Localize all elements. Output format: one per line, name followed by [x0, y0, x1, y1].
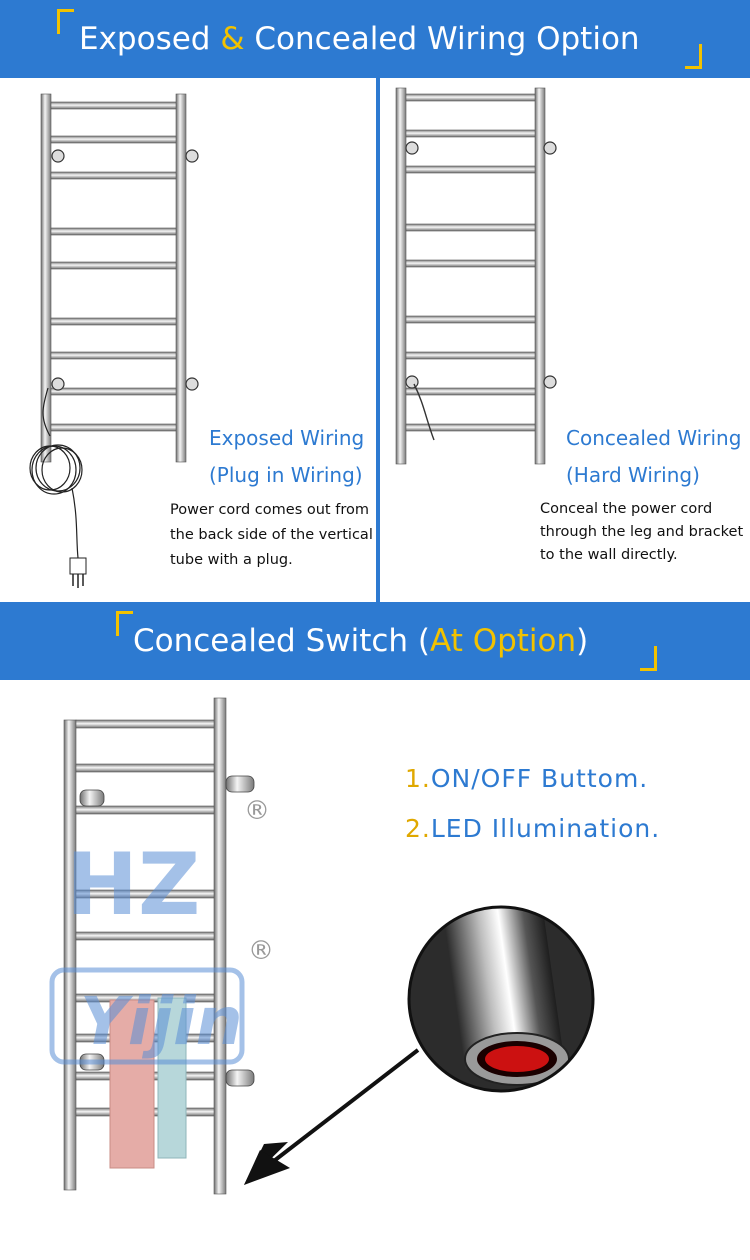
pointer-arrow-icon [244, 1048, 420, 1185]
corner-bracket-bottom-right [640, 646, 657, 671]
exposed-wiring-rack-image [29, 93, 199, 588]
feature-item-led: 2.LED Illumination. [405, 814, 661, 843]
concealed-wiring-description: Conceal the power cord through the leg a… [540, 501, 744, 563]
exposed-wiring-description: Power cord comes out from the back side … [170, 502, 373, 568]
hz-watermark-logo: HZ Yijin [49, 835, 245, 1065]
exposed-wiring-subheading: (Plug in Wiring) [209, 463, 363, 487]
concealed-wiring-subheading: (Hard Wiring) [566, 463, 700, 487]
concealed-wiring-heading: Concealed Wiring [566, 426, 742, 450]
vertical-divider [376, 78, 380, 602]
registered-mark-1: ® [244, 796, 270, 826]
concealed-wiring-rack-image [395, 87, 557, 465]
banner-wiring-option: Exposed & Concealed Wiring Option [0, 0, 750, 78]
corner-bracket-bottom-right [685, 44, 702, 69]
banner-concealed-switch: Concealed Switch (At Option) [0, 602, 750, 680]
switch-rack-image: HZ Yijin [49, 697, 255, 1195]
banner-title: Concealed Switch (At Option) [133, 623, 589, 659]
corner-bracket-top-left [116, 611, 133, 636]
corner-bracket-top-left [57, 9, 74, 34]
registered-mark-2: ® [248, 936, 274, 966]
svg-text:Yijin: Yijin [80, 983, 243, 1060]
switch-closeup-image [407, 905, 595, 1093]
svg-text:HZ: HZ [66, 835, 200, 935]
feature-item-on-off: 1.ON/OFF Buttom. [405, 764, 649, 793]
exposed-wiring-heading: Exposed Wiring [209, 426, 365, 450]
banner-title: Exposed & Concealed Wiring Option [79, 21, 640, 57]
